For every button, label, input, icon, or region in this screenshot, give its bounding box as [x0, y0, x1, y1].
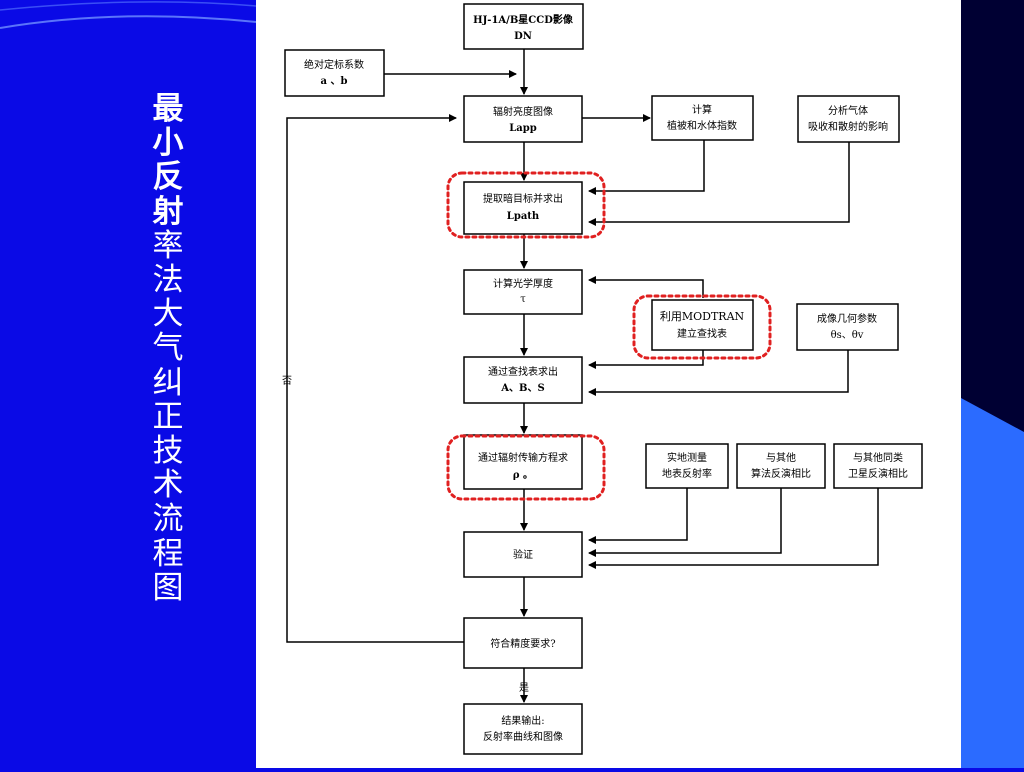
title-char: 纠 [152, 364, 184, 401]
node-text: 通过辐射传输方程求 [478, 451, 568, 464]
decorative-swoosh [0, 1, 256, 29]
title-char: 率 [152, 227, 184, 264]
title-char: 小 [152, 125, 184, 162]
node-rt-equation [463, 434, 583, 490]
node-radiance-image [463, 95, 583, 143]
highlight-modtran [632, 294, 772, 360]
diagram-panel: HJ-1A/B星CCD影像 DN 绝对定标系数 a 、b 辐射亮度图像 Lapp… [256, 0, 961, 768]
label-no: 否 [282, 375, 292, 387]
node-text: 辐射亮度图像 [493, 105, 553, 118]
title-char: 程 [152, 535, 184, 572]
node-text: 卫星反演相比 [848, 467, 908, 480]
node-text: Lapp [509, 123, 537, 134]
title-char: 流 [152, 501, 184, 538]
node-modtran [651, 299, 754, 351]
node-result-output [463, 703, 583, 755]
node-text: 反射率曲线和图像 [483, 730, 563, 743]
title-char: 技 [152, 433, 184, 470]
node-accuracy-check [463, 617, 583, 669]
node-gas-analysis [797, 95, 900, 143]
node-text: 分析气体 [828, 104, 868, 117]
node-text: 建立查找表 [677, 327, 727, 340]
title-char: 气 [152, 330, 184, 367]
title-char: 术 [152, 467, 184, 504]
node-text: 算法反演相比 [751, 467, 811, 480]
node-text: a 、b [321, 76, 348, 87]
node-text: HJ-1A/B星CCD影像 [473, 13, 574, 26]
node-text: 吸收和散射的影响 [808, 120, 888, 133]
title-char: 图 [152, 569, 184, 606]
node-text: τ [520, 294, 526, 305]
label-yes: 是 [519, 682, 529, 694]
node-text: 结果输出: [501, 714, 544, 727]
node-text: DN [514, 31, 532, 42]
node-text: ρ 。 [513, 470, 533, 481]
node-text: 实地测量 [667, 451, 707, 464]
node-text: 通过查找表求出 [488, 365, 558, 378]
left-title-panel: 最 小 反 射 率 法 大 气 纠 正 技 术 流 程 图 [0, 0, 256, 768]
node-text: 地表反射率 [662, 467, 712, 480]
node-text: 验证 [513, 548, 533, 561]
node-lookup [463, 356, 583, 404]
node-calibration [284, 49, 385, 97]
node-text: 计算 [692, 103, 712, 116]
node-geometry [796, 303, 899, 351]
highlight-rt-equation [446, 434, 606, 501]
vertical-title: 最 小 反 射 率 法 大 气 纠 正 技 术 流 程 图 [148, 92, 188, 605]
node-hj1-image [463, 3, 584, 50]
right-decoration [961, 0, 1024, 768]
node-algorithm-compare [736, 443, 826, 489]
node-text: 提取暗目标并求出 [483, 192, 563, 205]
node-text: 与其他 [766, 451, 796, 464]
node-text: 绝对定标系数 [304, 58, 364, 71]
node-text: 符合精度要求? [490, 637, 555, 650]
node-field-measurement [645, 443, 729, 489]
node-text: 植被和水体指数 [667, 119, 737, 132]
node-text: 计算光学厚度 [493, 277, 553, 290]
node-optical-depth [463, 269, 583, 315]
node-text: A、B、S [500, 383, 544, 394]
flowchart: HJ-1A/B星CCD影像 DN 绝对定标系数 a 、b 辐射亮度图像 Lapp… [282, 3, 923, 755]
title-char: 射 [152, 193, 184, 230]
node-dark-target [463, 181, 583, 235]
node-text: 与其他同类 [853, 451, 903, 464]
title-char: 大 [152, 296, 184, 333]
title-char: 法 [152, 262, 184, 299]
highlight-dark-target [446, 171, 606, 239]
node-text: θs、θv [831, 330, 864, 341]
node-text: 利用MODTRAN [660, 310, 745, 323]
node-text: Lpath [507, 211, 540, 222]
title-char: 最 [152, 91, 184, 127]
title-char: 反 [152, 159, 184, 196]
node-text: 成像几何参数 [817, 312, 877, 325]
node-satellite-compare [833, 443, 923, 489]
node-validate [463, 531, 583, 578]
node-vegetation-index [651, 95, 754, 141]
title-char: 正 [152, 398, 184, 435]
